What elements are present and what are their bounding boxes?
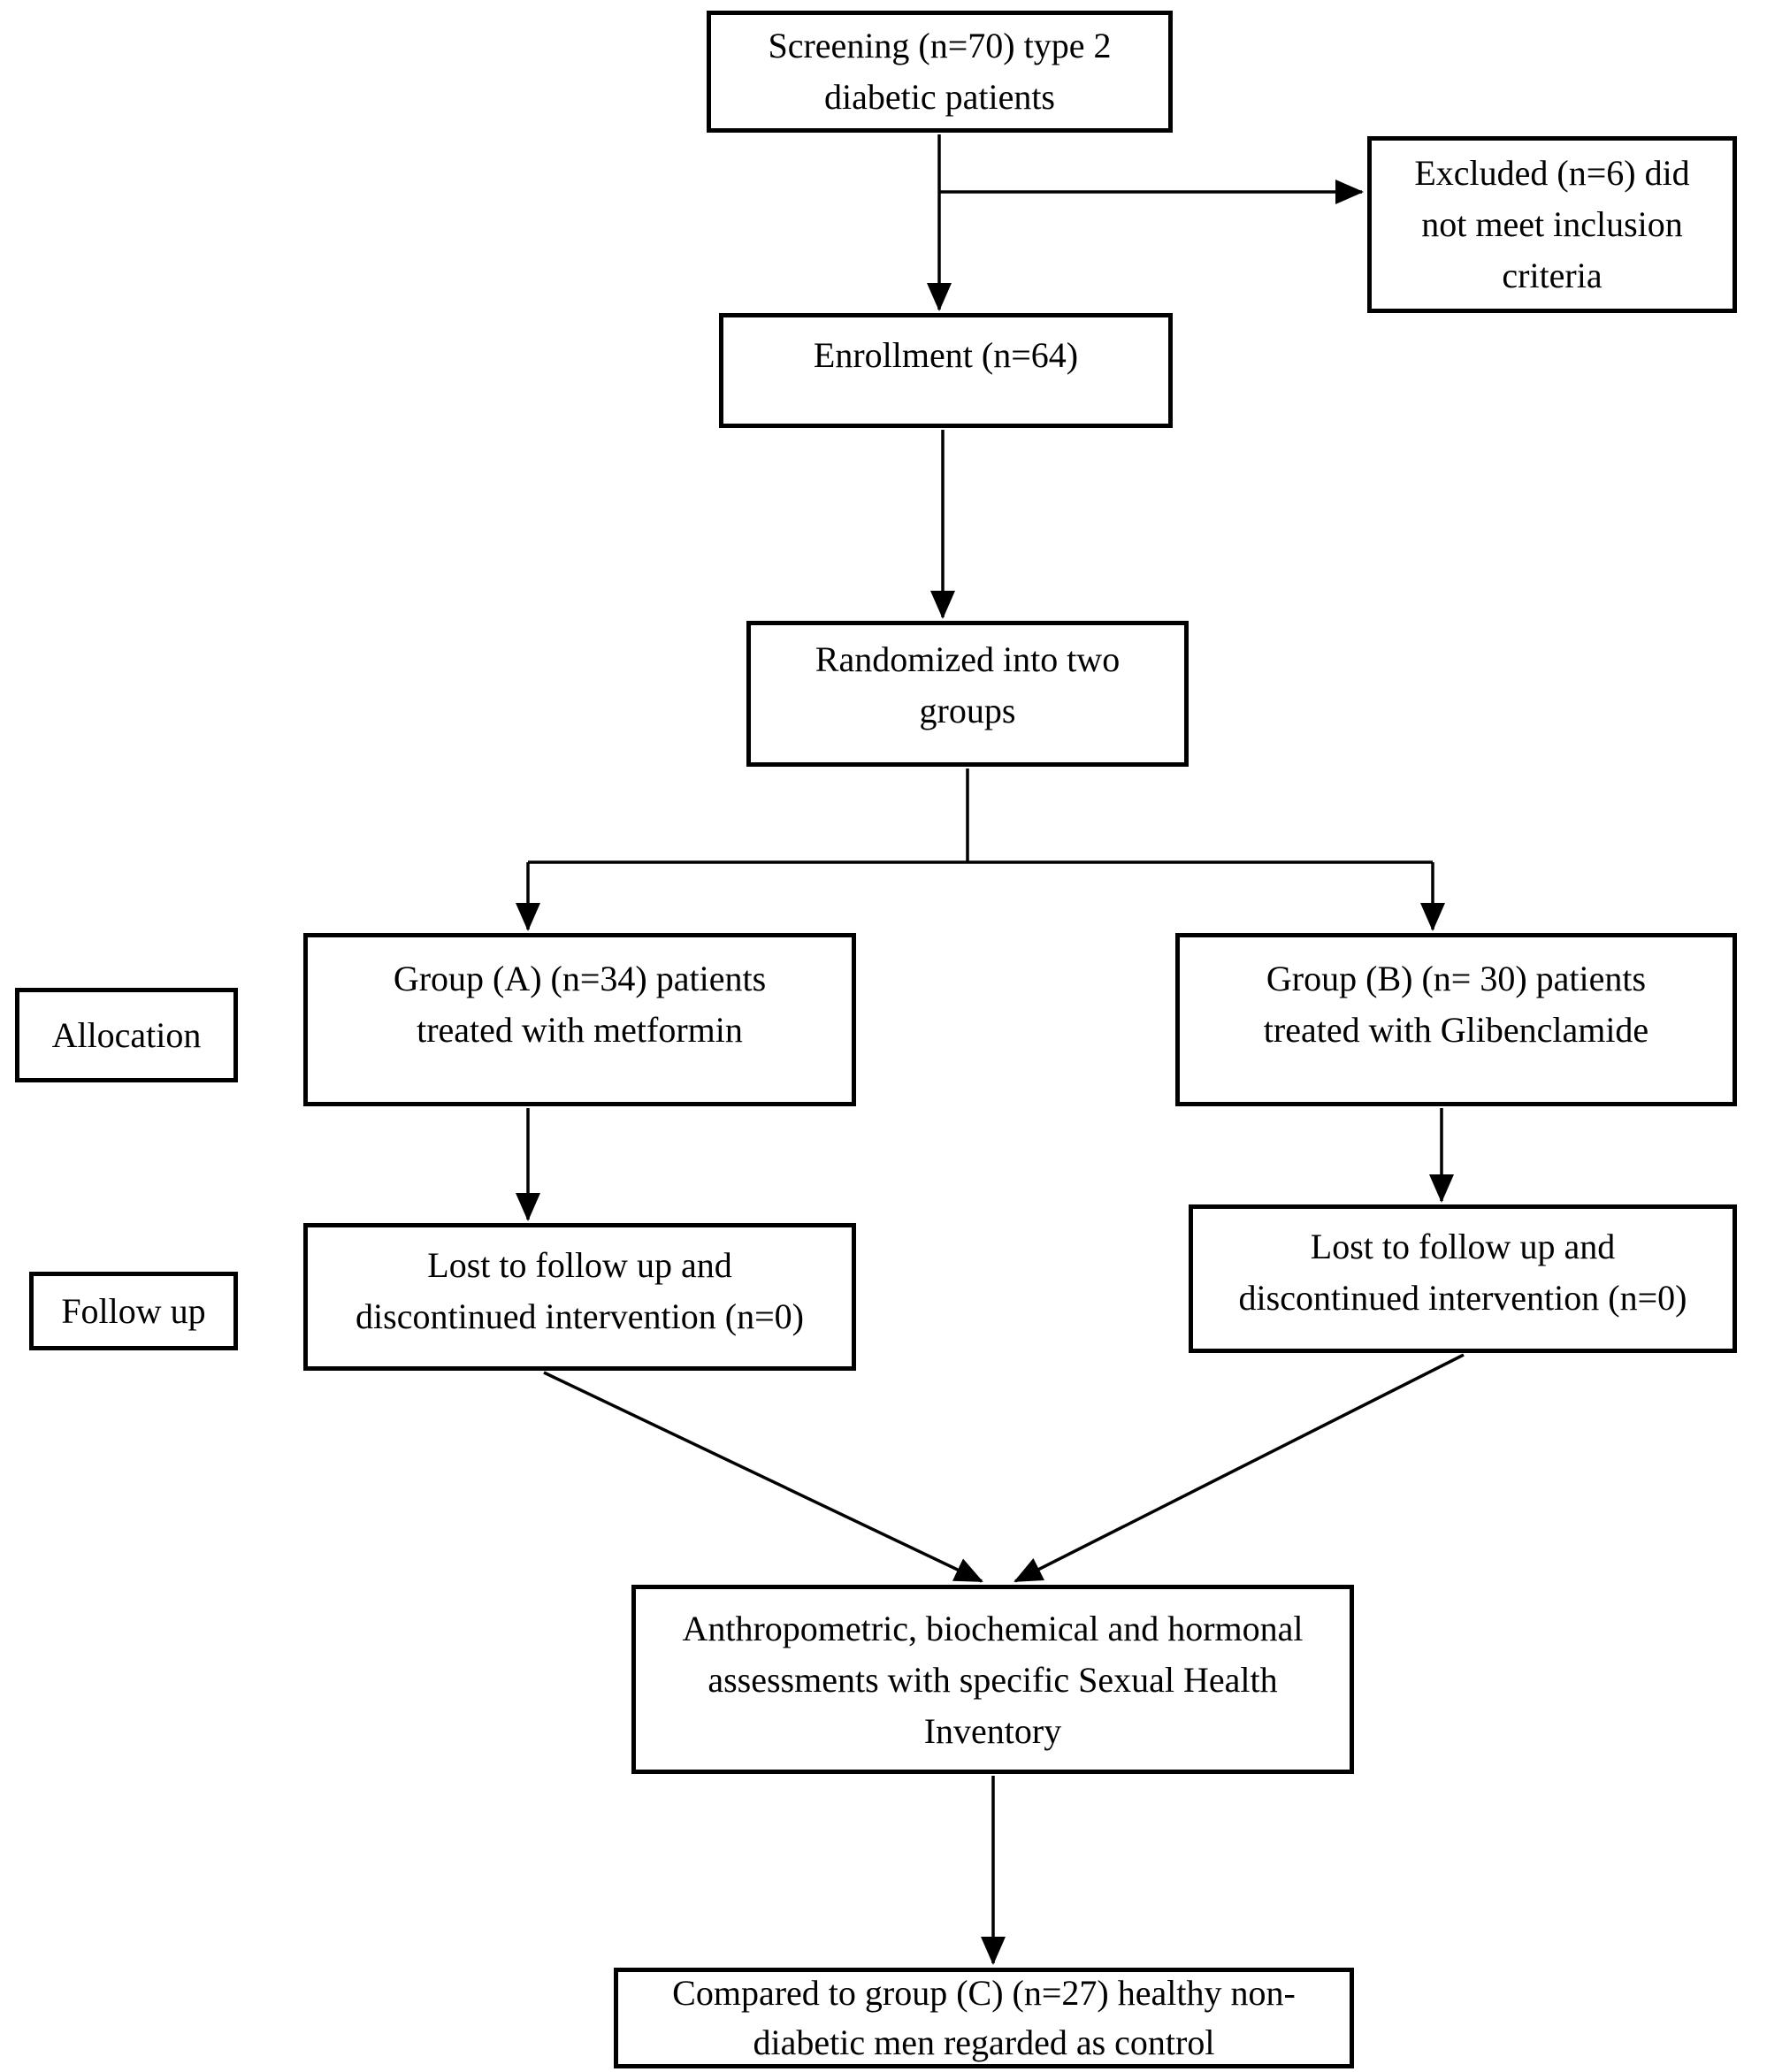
arrow-lost-a-to-assessments — [543, 1371, 983, 1583]
group-a-box: Group (A) (n=34) patients treated with m… — [303, 933, 856, 1106]
randomized-box: Randomized into two groups — [746, 621, 1189, 767]
screening-box: Screening (n=70) type 2 diabetic patient… — [707, 11, 1173, 133]
allocation-label-box: Allocation — [15, 988, 238, 1082]
excluded-box: Excluded (n=6) did not meet inclusion cr… — [1367, 136, 1737, 313]
arrow-lost-b-to-assessments — [1014, 1353, 1465, 1583]
follow-up-label-box: Follow up — [29, 1272, 238, 1350]
assessments-box: Anthropometric, biochemical and hormonal… — [631, 1585, 1354, 1774]
lost-a-box: Lost to follow up and discontinued inter… — [303, 1223, 856, 1371]
lost-b-box: Lost to follow up and discontinued inter… — [1189, 1204, 1737, 1353]
compared-box: Compared to group (C) (n=27) healthy non… — [614, 1968, 1354, 2068]
group-b-box: Group (B) (n= 30) patients treated with … — [1175, 933, 1737, 1106]
enrollment-box: Enrollment (n=64) — [719, 313, 1173, 428]
